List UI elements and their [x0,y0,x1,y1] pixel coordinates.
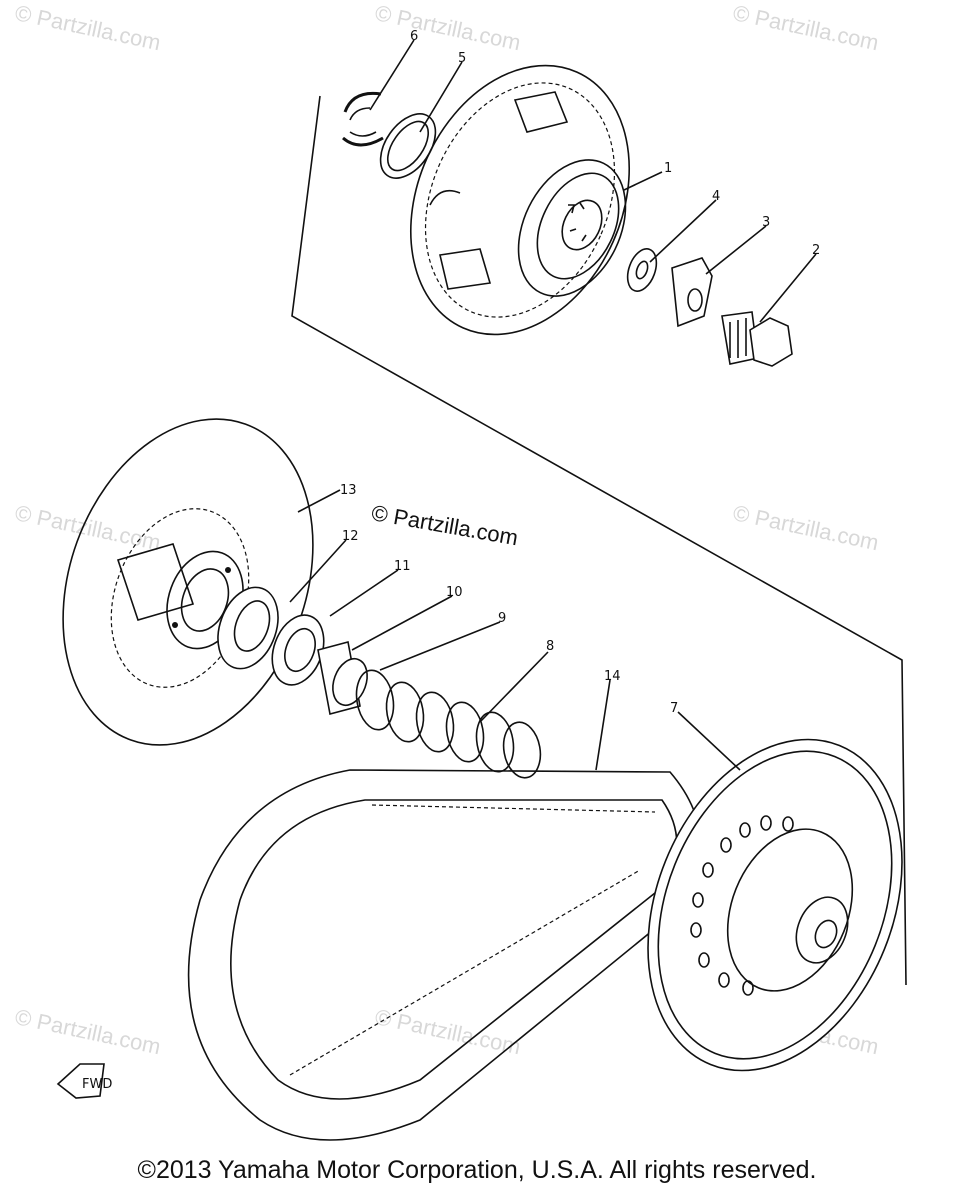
bearing [217,586,279,670]
bolt [721,311,793,367]
callout-5: 5 [458,51,466,66]
washer [626,248,658,292]
callout-9: 9 [498,611,506,626]
callout-6: 6 [410,29,418,44]
callout-11: 11 [394,559,411,574]
callout-10: 10 [446,585,463,600]
svg-text:FWD: FWD [82,1077,112,1092]
callout-3: 3 [762,215,770,230]
callout-7: 7 [670,701,678,716]
sliding-sheave-disc [62,418,314,746]
callout-2: 2 [812,243,820,258]
callout-13: 13 [340,483,357,498]
callout-14: 14 [604,669,621,684]
sheave-hub [517,159,627,297]
circlip [379,113,437,179]
callout-1: 1 [664,161,672,176]
copyright-notice: ©2013 Yamaha Motor Corporation, U.S.A. A… [137,1156,817,1184]
lock-washer [671,257,713,328]
callout-labels: 1 2 3 4 5 6 7 8 9 10 11 12 13 14 [340,29,820,716]
secondary-sheave [647,738,903,1072]
fixed-sheave-assembly [409,64,631,336]
callout-8: 8 [546,639,554,654]
forward-arrow-icon: FWD [56,1063,112,1099]
group-outline [291,95,907,986]
leader-lines [289,39,817,771]
callout-12: 12 [342,529,359,544]
half-ring-clips [342,91,384,147]
spring-seat [332,657,368,707]
drive-belt [187,769,703,1141]
sliding-sheave-assembly [62,418,314,746]
callout-4: 4 [712,189,720,204]
